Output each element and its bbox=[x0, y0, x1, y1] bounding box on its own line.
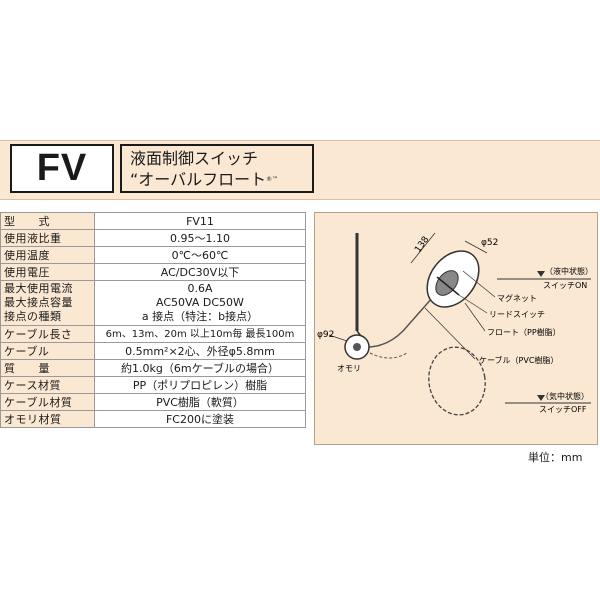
magnet-label: マグネット bbox=[497, 293, 537, 303]
unit-note: 単位：mm bbox=[528, 451, 583, 464]
spec-value: 0.6A AC50VA DC50W a 接点（特注：b接点） bbox=[94, 280, 306, 326]
spec-label-line: 最大接点容量 bbox=[4, 296, 73, 309]
reed-switch-label: リードスイッチ bbox=[489, 310, 545, 319]
spec-value-line: 0.6A bbox=[187, 282, 213, 295]
model-badge: FV bbox=[10, 144, 114, 193]
spec-label: ケーブル bbox=[0, 342, 95, 360]
float-lower-icon bbox=[428, 346, 486, 416]
spec-value: FV11 bbox=[94, 212, 306, 230]
spec-label: 使用電圧 bbox=[0, 263, 95, 281]
diagram-svg: 138 φ52 φ92 （液中状態） スイッチON マグネット リードスイッチ … bbox=[317, 232, 593, 416]
spec-row: 最大使用電流 最大接点容量 接点の種類 0.6A AC50VA DC50W a … bbox=[0, 280, 306, 326]
dim-line-52 bbox=[464, 240, 488, 254]
spec-value: FC200に塗装 bbox=[94, 410, 306, 428]
dim-line-138 bbox=[410, 232, 436, 264]
level-mark-on-icon bbox=[537, 271, 545, 277]
float-label: フロート（PP樹脂） bbox=[487, 327, 561, 337]
spec-value: PP（ポリプロピレン）樹脂 bbox=[94, 376, 306, 394]
leader-reed bbox=[458, 294, 488, 314]
spec-value: AC/DC30V以下 bbox=[94, 263, 306, 281]
spec-label: ケーブル材質 bbox=[0, 393, 95, 411]
title-line-2-text: “オーバルフロート bbox=[130, 170, 267, 189]
reed-switch-icon bbox=[436, 276, 460, 296]
spec-label: ケース材質 bbox=[0, 376, 95, 394]
spec-value: 約1.0kg（6mケーブルの場合） bbox=[94, 359, 306, 377]
switch-on-label: スイッチON bbox=[543, 281, 587, 290]
spec-value-line: AC50VA DC50W bbox=[156, 296, 244, 309]
product-title: 液面制御スイッチ “オーバルフロート®™ bbox=[120, 144, 314, 193]
spec-label: 使用液比重 bbox=[0, 229, 95, 247]
spec-label: 型 式 bbox=[0, 212, 95, 230]
dim-52-label: φ52 bbox=[481, 238, 498, 248]
spec-label: 使用温度 bbox=[0, 246, 95, 264]
weight-core bbox=[353, 343, 361, 351]
leader-cable bbox=[424, 307, 476, 360]
spec-value: 0.5mm²×2心、外径φ5.8mm bbox=[94, 342, 306, 360]
level-mark-off-icon bbox=[537, 395, 545, 401]
trademark-mark: ®™ bbox=[266, 176, 279, 183]
spec-label-line: 接点の種類 bbox=[4, 310, 62, 323]
dim-line-92 bbox=[328, 334, 348, 342]
cable-dashed bbox=[369, 352, 408, 359]
leader-float bbox=[464, 302, 486, 332]
liquid-state-label: （液中状態） bbox=[545, 266, 593, 276]
dim-138-label: 138 bbox=[413, 235, 431, 255]
spec-value: PVC樹脂（軟質） bbox=[94, 393, 306, 411]
title-line-1: 液面制御スイッチ bbox=[130, 149, 259, 168]
weight-label: オモリ bbox=[337, 364, 361, 373]
spec-label: 最大使用電流 最大接点容量 接点の種類 bbox=[0, 280, 95, 326]
spec-value-line: a 接点（特注：b接点） bbox=[141, 310, 259, 323]
spec-label: 質 量 bbox=[0, 359, 95, 377]
cable-line bbox=[366, 296, 434, 348]
cable-label: ケーブル（PVC樹脂） bbox=[479, 355, 558, 365]
float-switch-diagram: 138 φ52 φ92 （液中状態） スイッチON マグネット リードスイッチ … bbox=[314, 212, 598, 445]
spec-label: ケーブル長さ bbox=[0, 325, 95, 343]
spec-value: 0℃～60℃ bbox=[94, 246, 306, 264]
model-code: FV bbox=[36, 147, 88, 189]
switch-off-label: スイッチOFF bbox=[539, 405, 587, 414]
leader-magnet bbox=[462, 270, 496, 298]
spec-label: オモリ材質 bbox=[0, 410, 95, 428]
title-line-2: “オーバルフロート®™ bbox=[130, 169, 304, 190]
spec-label-line: 最大使用電流 bbox=[4, 282, 73, 295]
dim-92-label: φ92 bbox=[317, 330, 334, 340]
spec-row: 質 量約1.0kg（6mケーブルの場合） bbox=[0, 359, 306, 377]
spec-value: 6m、13m、20m 以上10m毎 最長100m bbox=[94, 325, 306, 343]
air-state-label: （気中状態） bbox=[541, 391, 589, 401]
spec-value: 0.95～1.10 bbox=[94, 229, 306, 247]
